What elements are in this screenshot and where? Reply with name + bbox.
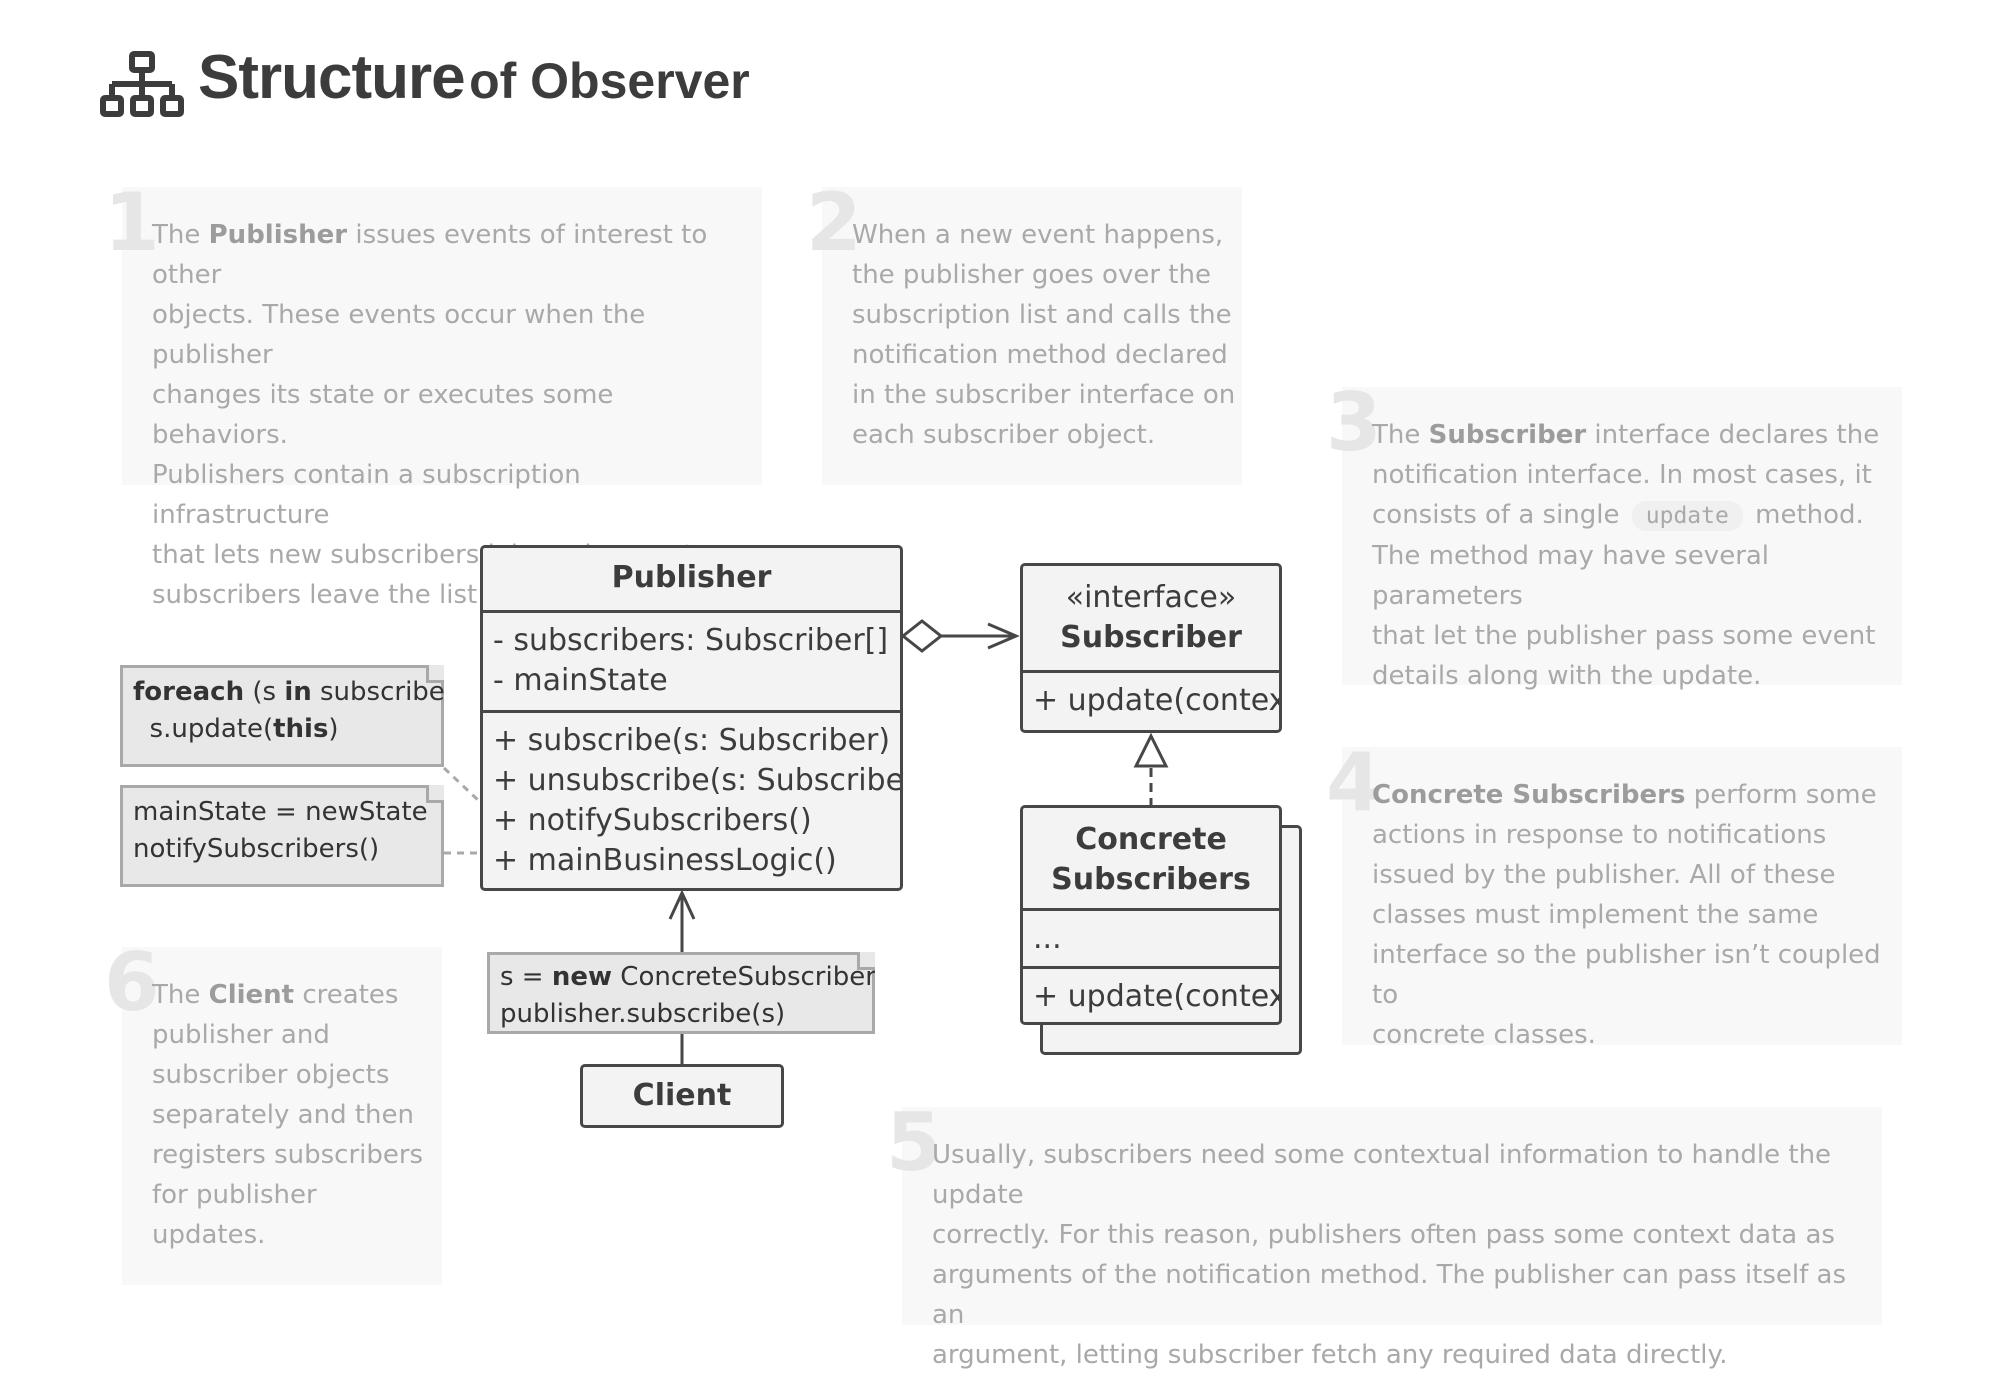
note-link-foreach (442, 766, 480, 802)
note-fold (857, 952, 875, 970)
concrete-name-line2: Subscribers (1051, 862, 1251, 897)
method: + notifySubscribers() (493, 803, 812, 838)
card-number: 5 (886, 1096, 942, 1189)
structure-icon (100, 51, 184, 117)
method: + subscribe(s: Subscriber) (493, 723, 891, 758)
field: - subscribers: Subscriber[] (493, 623, 889, 658)
card-number: 2 (806, 176, 862, 269)
subscriber-methods: + update(context) (1023, 670, 1279, 721)
method: + update(context) (1033, 979, 1279, 1014)
subscriber-interface: «interface» Subscriber + update(context) (1020, 563, 1282, 733)
subscriber-header: «interface» Subscriber (1023, 566, 1279, 670)
field: - mainState (493, 663, 668, 698)
card-number: 6 (104, 936, 160, 1029)
card-text: Usually, subscribers need some contextua… (932, 1140, 1846, 1370)
realization-arrow (1133, 732, 1169, 805)
card-text: The Publisher issues events of interest … (152, 220, 708, 610)
update-code: update (1631, 501, 1743, 531)
method: + mainBusinessLogic() (493, 843, 837, 878)
card-text: The Client creates publisher and subscri… (152, 980, 424, 1250)
page-title: Structure of Observer (198, 42, 750, 113)
concrete-header: Concrete Subscribers (1023, 808, 1279, 908)
note-main-state: mainState = newState notifySubscribers() (120, 785, 444, 887)
stereotype: «interface» (1065, 580, 1237, 615)
concrete-name-line1: Concrete (1075, 822, 1227, 857)
client-class: Client (580, 1064, 784, 1128)
card-context: 5 Usually, subscribers need some context… (886, 1103, 1882, 1370)
client-name: Client (632, 1078, 732, 1113)
card-number: 4 (1326, 736, 1382, 829)
note-fold (426, 785, 444, 803)
publisher-fields: - subscribers: Subscriber[] - mainState (483, 610, 900, 710)
note-client: s = new ConcreteSubscriber() publisher.s… (487, 952, 875, 1034)
field: ... (1033, 921, 1062, 956)
card-subscriber: 3 The Subscriber interface declares the … (1326, 383, 1902, 691)
publisher-methods: + subscribe(s: Subscriber) + unsubscribe… (483, 710, 900, 881)
publisher-name: Publisher (611, 560, 772, 595)
card-publisher: 1 The Publisher issues events of interes… (104, 183, 762, 610)
concrete-methods: + update(context) (1023, 966, 1279, 1017)
subscriber-name: Subscriber (1060, 620, 1242, 655)
card-number: 1 (104, 176, 160, 269)
publisher-class: Publisher - subscribers: Subscriber[] - … (480, 545, 903, 891)
method: + unsubscribe(s: Subscriber) (493, 763, 903, 798)
aggregation-arrow (900, 619, 1020, 653)
card-text: Concrete Subscribers perform some action… (1372, 780, 1881, 1050)
card-number: 3 (1326, 376, 1382, 469)
title-rest: of Observer (469, 53, 750, 109)
card-notification: 2 When a new event happens, the publishe… (806, 183, 1242, 485)
card-text: The Subscriber interface declares the no… (1372, 420, 1880, 691)
method: + update(context) (1033, 683, 1279, 718)
card-text: When a new event happens, the publisher … (852, 220, 1236, 450)
concrete-fields: ... (1023, 908, 1279, 966)
title-main: Structure (198, 43, 466, 112)
concrete-subscribers-class: Concrete Subscribers ... + update(contex… (1020, 805, 1282, 1025)
card-concrete: 4 Concrete Subscribers perform some acti… (1326, 743, 1902, 1050)
note-foreach: foreach (s in subscribers) s.update(this… (120, 665, 444, 767)
note-fold (426, 665, 444, 683)
card-client: 6 The Client creates publisher and subsc… (104, 943, 442, 1285)
dependency-arrow (668, 889, 696, 1064)
